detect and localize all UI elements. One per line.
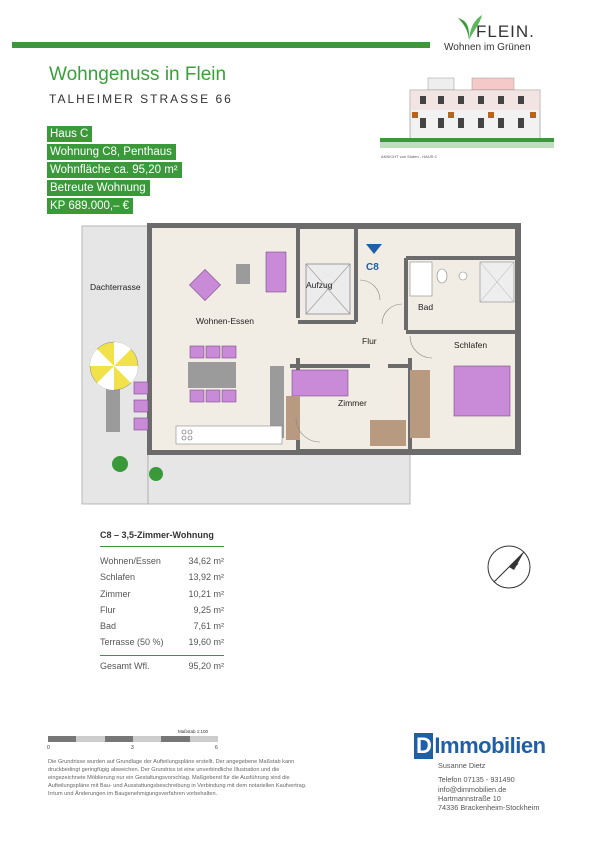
unit-marker-icon bbox=[366, 244, 382, 254]
tag-type: Betreute Wohnung bbox=[47, 180, 150, 196]
info-tags: Haus C Wohnung C8, Penthaus Wohnfläche c… bbox=[47, 126, 182, 216]
tag-area: Wohnfläche ca. 95,20 m² bbox=[47, 162, 182, 178]
unit-label: C8 bbox=[366, 262, 379, 273]
scale-bar bbox=[48, 736, 218, 742]
contact-name: Susanne Dietz bbox=[438, 761, 486, 770]
tag-unit: Wohnung C8, Penthaus bbox=[47, 144, 176, 160]
contact-block: Susanne Dietz Telefon 07135 - 931490 inf… bbox=[438, 761, 539, 812]
room-label-zimmer: Zimmer bbox=[338, 398, 367, 408]
address: TALHEIMER STRASSE 66 bbox=[49, 92, 233, 106]
contact-email: info@dimmobilien.de bbox=[438, 784, 507, 794]
floor-plan: C8 Dachterrasse Wohnen-Essen Aufzug Bad … bbox=[81, 223, 521, 505]
room-label-bad: Bad bbox=[418, 302, 433, 312]
logo-name: FLEIN. bbox=[476, 22, 535, 41]
contact-phone: Telefon 07135 - 931490 bbox=[438, 775, 515, 785]
building-elevation bbox=[380, 77, 554, 148]
scale-label: Maßstab 1:100 bbox=[178, 729, 209, 734]
room-label-aufzug: Aufzug bbox=[306, 280, 333, 290]
logo-tagline: Wohnen im Grünen bbox=[444, 42, 531, 53]
compass-icon: N bbox=[487, 545, 531, 589]
room-label-flur: Flur bbox=[362, 336, 377, 346]
table-heading: C8 – 3,5-Zimmer-Wohnung bbox=[100, 530, 224, 547]
svg-text:N: N bbox=[510, 559, 521, 570]
contact-city: 74336 Brackenheim-Stockheim bbox=[438, 803, 540, 813]
table-row: Terrasse (50 %)19,60 m² bbox=[100, 637, 224, 648]
disclaimer: Die Grundrisse wurden auf Grundlage der … bbox=[48, 759, 307, 797]
header-accent-bar bbox=[12, 42, 430, 48]
contact-street: Hartmannstraße 10 bbox=[438, 793, 501, 803]
room-label-schlafen: Schlafen bbox=[454, 340, 487, 350]
tag-house: Haus C bbox=[47, 126, 93, 142]
table-total-row: Gesamt Wfl.95,20 m² bbox=[100, 654, 224, 671]
parasol-icon bbox=[89, 341, 139, 391]
scale-tick-6: 6 bbox=[215, 745, 218, 751]
leaf-logo-icon bbox=[458, 15, 482, 40]
page-title: Wohngenuss in Flein bbox=[49, 64, 227, 85]
tag-price: KP 689.000,– € bbox=[47, 198, 134, 214]
scale-tick-0: 0 bbox=[47, 745, 50, 751]
scale-tick-3: 3 bbox=[131, 745, 134, 751]
elevation-caption: ANSICHT von Süden - HAUS C bbox=[381, 154, 438, 159]
room-label-dachterrasse: Dachterrasse bbox=[90, 282, 141, 292]
room-label-wohnen: Wohnen-Essen bbox=[196, 316, 254, 326]
